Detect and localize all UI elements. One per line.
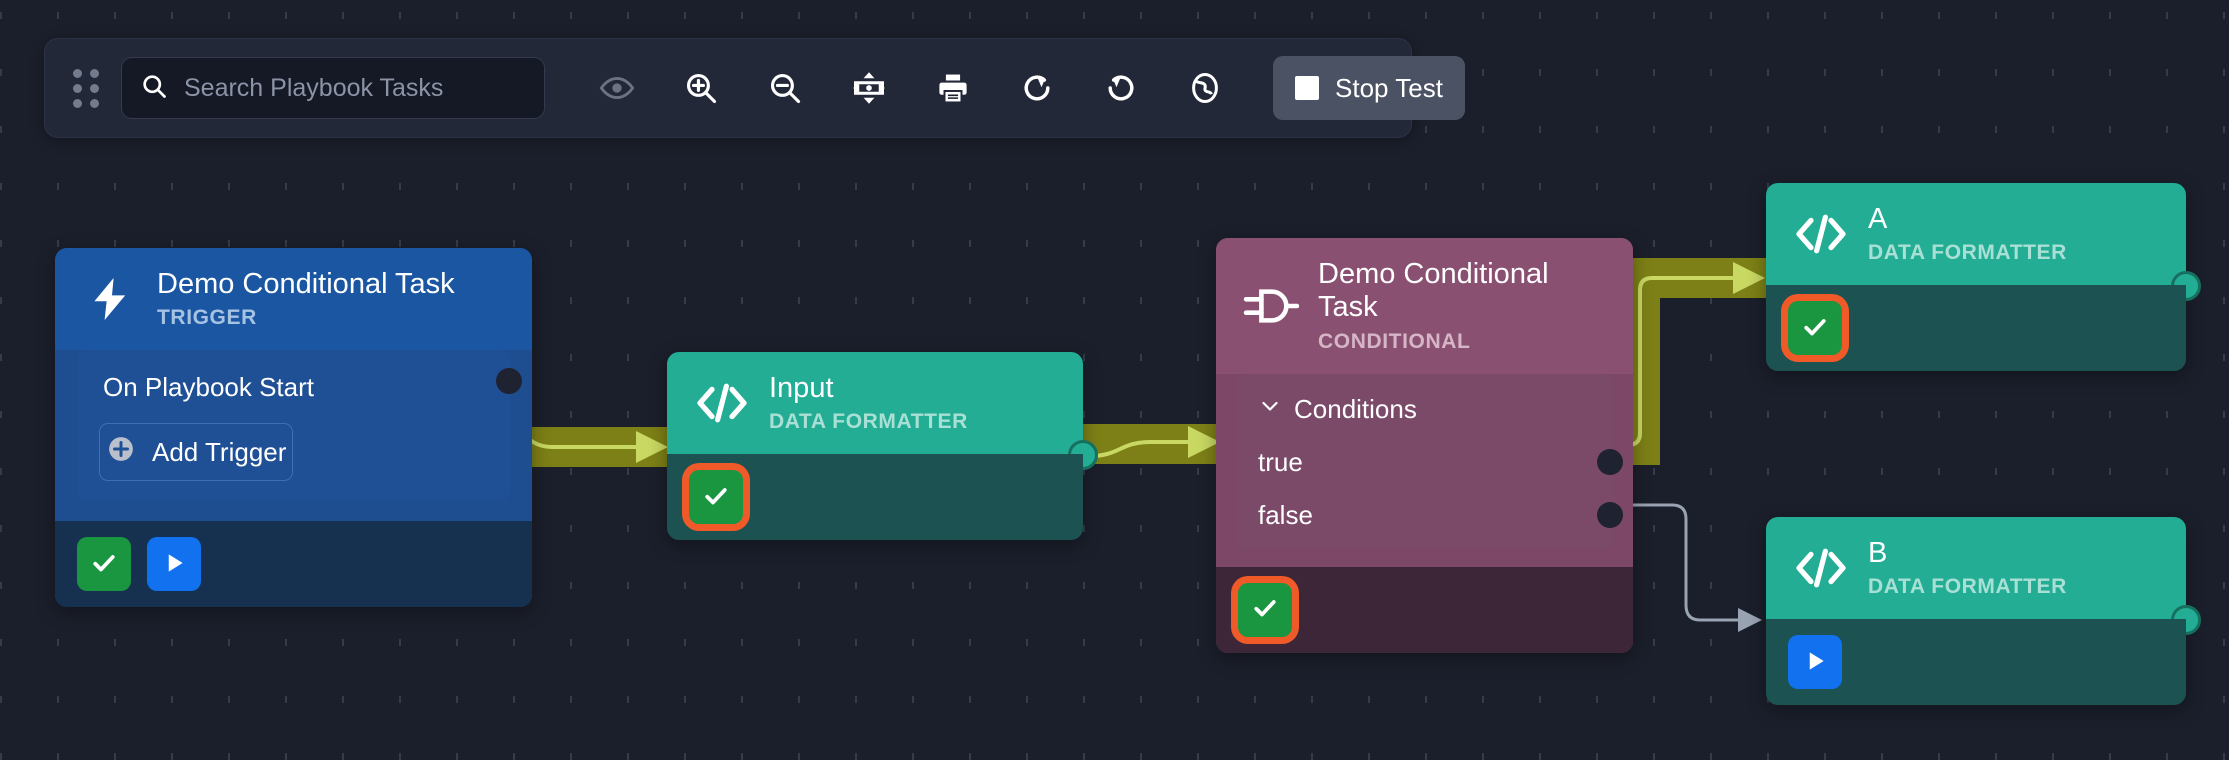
condition-branch-true: true	[1236, 425, 1613, 478]
undo-icon[interactable]	[1079, 55, 1163, 121]
grid-dots-icon[interactable]	[73, 69, 99, 107]
code-brackets-icon	[691, 380, 753, 426]
search-icon	[140, 72, 168, 105]
search-playbook-tasks-field[interactable]	[121, 57, 545, 119]
node-a-header: A DATA FORMATTER	[1766, 183, 2186, 285]
node-trigger-success-status[interactable]	[77, 537, 131, 591]
code-brackets-icon	[1790, 545, 1852, 591]
trigger-output-port[interactable]	[496, 368, 522, 394]
node-trigger-run-button[interactable]	[147, 537, 201, 591]
logic-gate-icon	[1240, 283, 1302, 329]
conditions-panel: Conditions true false	[1236, 374, 1613, 549]
eye-icon[interactable]	[575, 55, 659, 121]
play-icon	[160, 549, 188, 580]
zoom-out-icon[interactable]	[743, 55, 827, 121]
node-conditional-status-bar	[1216, 567, 1633, 653]
play-icon	[1801, 647, 1829, 678]
node-trigger-header: Demo Conditional Task TRIGGER	[55, 248, 532, 350]
toolbar-icon-buttons	[575, 55, 1247, 121]
redo-icon[interactable]	[995, 55, 1079, 121]
node-trigger-subtitle: TRIGGER	[157, 306, 455, 330]
node-conditional[interactable]: Demo Conditional Task CONDITIONAL Condit…	[1216, 238, 1633, 653]
stop-test-label: Stop Test	[1335, 73, 1443, 104]
condition-false-port[interactable]	[1597, 502, 1623, 528]
check-icon	[89, 548, 119, 581]
node-b-subtitle: DATA FORMATTER	[1868, 575, 2067, 599]
on-playbook-start-label: On Playbook Start	[77, 368, 510, 403]
node-trigger-title: Demo Conditional Task	[157, 268, 455, 301]
node-input[interactable]: Input DATA FORMATTER	[667, 352, 1083, 540]
node-b-run-button[interactable]	[1788, 635, 1842, 689]
code-brackets-icon	[1790, 211, 1852, 257]
node-b-status-bar	[1766, 619, 2186, 705]
fit-screen-icon[interactable]	[827, 55, 911, 121]
node-a-subtitle: DATA FORMATTER	[1868, 241, 2067, 265]
node-a-status-bar	[1766, 285, 2186, 371]
node-conditional-body: Conditions true false	[1216, 374, 1633, 653]
trigger-config-panel: On Playbook Start Add Trigger	[77, 350, 510, 501]
node-conditional-header: Demo Conditional Task CONDITIONAL	[1216, 238, 1633, 374]
chevron-down-icon	[1258, 394, 1282, 425]
node-trigger-body: On Playbook Start Add Trigger	[55, 350, 532, 607]
stop-square-icon	[1295, 76, 1319, 100]
globe-icon[interactable]	[1163, 55, 1247, 121]
node-b[interactable]: B DATA FORMATTER	[1766, 517, 2186, 705]
node-b-title: B	[1868, 537, 2067, 570]
canvas-toolbar[interactable]: Stop Test	[44, 38, 1412, 138]
condition-true-label: true	[1258, 447, 1303, 477]
zoom-in-icon[interactable]	[659, 55, 743, 121]
node-input-body	[667, 454, 1083, 540]
printer-icon[interactable]	[911, 55, 995, 121]
node-a[interactable]: A DATA FORMATTER	[1766, 183, 2186, 371]
plus-circle-icon	[106, 434, 136, 471]
check-icon	[1250, 593, 1280, 626]
node-b-body	[1766, 619, 2186, 705]
conditions-toggle[interactable]: Conditions	[1236, 386, 1613, 425]
condition-true-port[interactable]	[1597, 449, 1623, 475]
conditions-label: Conditions	[1294, 394, 1417, 425]
condition-branch-false: false	[1236, 478, 1613, 531]
search-input[interactable]	[182, 73, 526, 104]
node-conditional-subtitle: CONDITIONAL	[1318, 330, 1609, 354]
node-a-success-status[interactable]	[1788, 301, 1842, 355]
edge-input-to-conditional	[1083, 424, 1223, 464]
condition-false-label: false	[1258, 500, 1313, 530]
node-input-header: Input DATA FORMATTER	[667, 352, 1083, 454]
add-trigger-button[interactable]: Add Trigger	[99, 423, 293, 481]
node-input-title: Input	[769, 372, 968, 405]
node-a-body	[1766, 285, 2186, 371]
node-trigger-status-bar	[55, 521, 532, 607]
node-conditional-title: Demo Conditional Task	[1318, 258, 1609, 325]
node-trigger[interactable]: Demo Conditional Task TRIGGER On Playboo…	[55, 248, 532, 607]
node-input-success-status[interactable]	[689, 470, 743, 524]
add-trigger-label: Add Trigger	[152, 437, 286, 468]
lightning-bolt-icon	[79, 273, 141, 325]
node-b-header: B DATA FORMATTER	[1766, 517, 2186, 619]
node-input-subtitle: DATA FORMATTER	[769, 410, 968, 434]
node-input-status-bar	[667, 454, 1083, 540]
node-conditional-success-status[interactable]	[1238, 583, 1292, 637]
check-icon	[1800, 312, 1830, 345]
stop-test-button[interactable]: Stop Test	[1273, 56, 1465, 120]
check-icon	[701, 481, 731, 514]
node-a-title: A	[1868, 203, 2067, 236]
